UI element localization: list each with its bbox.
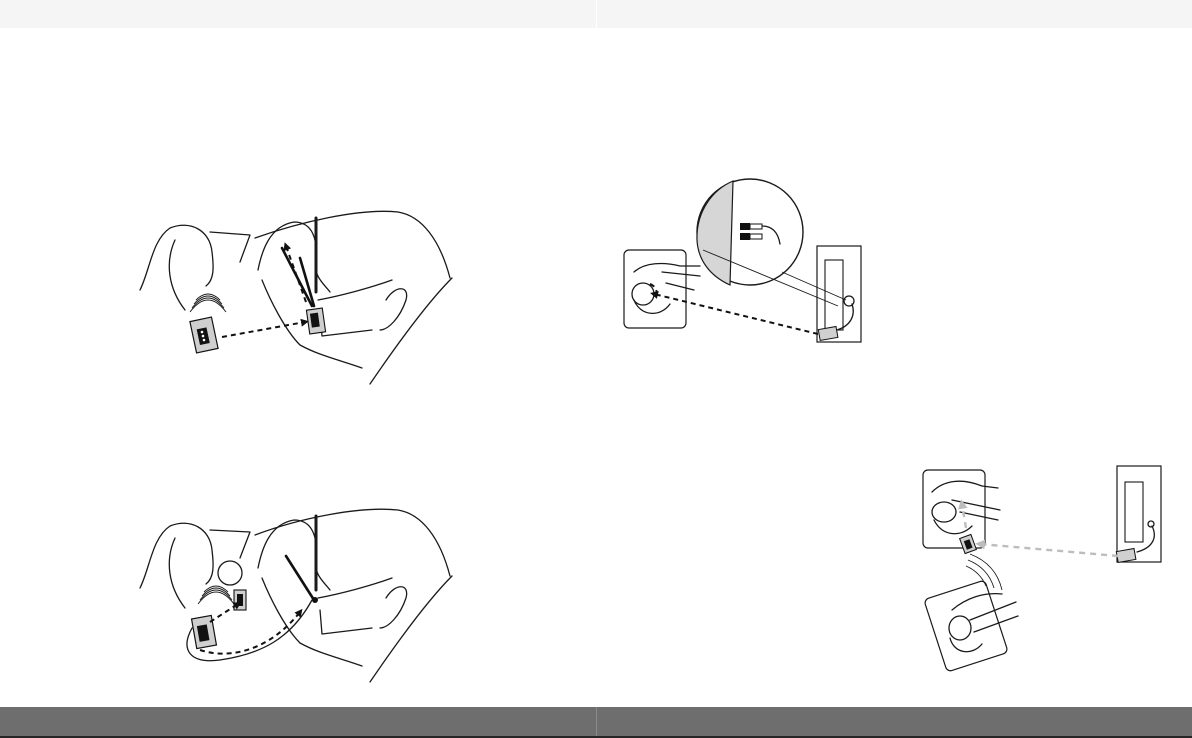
person-icon [258,520,392,666]
signal-path [962,504,966,528]
headset-unit-icon [234,590,246,610]
signal-path [222,322,305,337]
device-icon [817,246,861,342]
page-seam [596,707,597,738]
figure-car-rider-audio [140,211,452,384]
device-icon [960,534,977,553]
signal-path [286,246,306,302]
signal-path [200,612,300,654]
sound-waves-icon [190,294,226,312]
device-icon [1116,466,1161,562]
radio-unit-icon [190,317,218,353]
signal-path [980,544,1118,556]
person-topview-icon [924,580,1018,672]
figure-bike-to-bike-wireless [923,466,1161,672]
figure-car-passenger-intercom [140,509,452,682]
person-topview-icon [923,470,1000,548]
figure-cable-connection-detail [624,179,861,342]
magnifier-icon [697,179,846,306]
person-icon [218,561,242,585]
steering-wheel-icon [380,289,407,330]
headset-cable [282,248,312,306]
sound-waves-icon [198,586,234,604]
footer-band [0,707,1192,738]
headset-cable [286,556,314,600]
headset-unit-icon [306,308,325,334]
person-icon [258,222,392,368]
signal-path [210,604,238,622]
person-topview-icon [624,250,700,328]
steering-wheel-icon [380,587,407,628]
